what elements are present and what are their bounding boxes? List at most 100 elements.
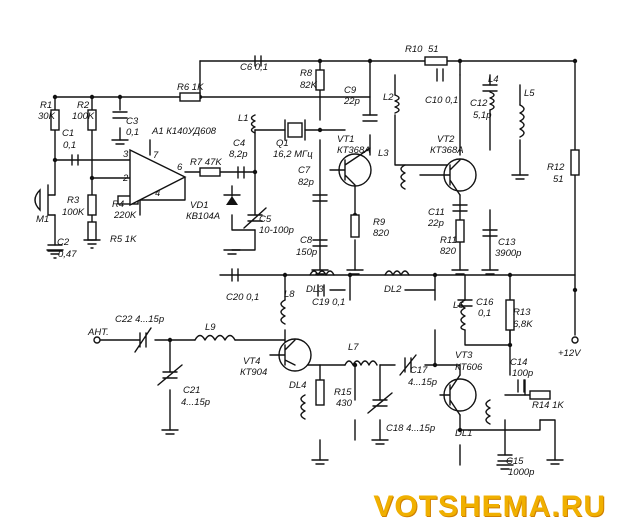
capacitor-c13	[482, 229, 498, 237]
varicap-vd1	[223, 185, 241, 205]
op-amp-a1	[129, 148, 187, 207]
label-q1-value: 16,2 МГц	[273, 149, 313, 160]
capacitor-c5	[243, 207, 267, 229]
inductor-l4	[489, 91, 495, 111]
label-r11: R11	[440, 235, 457, 246]
transistor-vt2	[419, 158, 477, 196]
capacitor-c19	[317, 284, 325, 297]
label-vd1-type: КВ104А	[186, 211, 220, 222]
label-r2-value: 100K	[72, 111, 95, 122]
transistor-vt3	[439, 374, 477, 416]
label-c22: C22 4...15p	[115, 314, 164, 325]
capacitor-c15	[497, 454, 513, 462]
label-c16-value: 0,1	[478, 308, 491, 319]
resistor-r14	[529, 390, 551, 400]
label-l3: L3	[378, 148, 389, 159]
label-vt3: VT3	[455, 350, 473, 361]
inductor-l5	[519, 104, 525, 138]
label-c10: C10 0,1	[425, 95, 458, 106]
label-vd1: VD1	[190, 200, 208, 211]
label-c15-value: 1000p	[508, 467, 534, 478]
label-c8-value: 150p	[296, 247, 317, 258]
label-l7: L7	[348, 342, 359, 353]
capacitor-c10	[436, 68, 444, 82]
label-pin6: 6	[177, 162, 183, 173]
label-c1-value: 0,1	[63, 140, 76, 151]
inductor-dl1	[485, 399, 491, 425]
label-c17: C17	[410, 365, 428, 376]
label-vt2-type: КТ368А	[430, 145, 464, 156]
microphone-m1	[34, 184, 56, 216]
label-r8: R8	[300, 68, 313, 79]
label-c12: C12	[470, 98, 488, 109]
inductor-l6	[460, 299, 466, 331]
label-c4-value: 8,2p	[229, 149, 248, 160]
label-12v: +12V	[558, 348, 582, 359]
label-c8: C8	[300, 235, 313, 246]
power-terminal	[571, 336, 579, 344]
label-r9: R9	[373, 217, 386, 228]
transistor-vt1	[329, 147, 372, 187]
capacitor-c1	[71, 154, 79, 166]
crystal-q1	[284, 119, 306, 141]
label-r11-value: 820	[440, 246, 457, 257]
capacitor-c4	[237, 166, 245, 179]
label-c21: C21	[183, 385, 200, 396]
capacitor-c7	[312, 194, 328, 202]
label-c11-value: 22p	[427, 218, 444, 229]
label-pin4: 4	[155, 188, 160, 199]
label-l8: L8	[284, 289, 295, 300]
resistor-r13	[505, 299, 515, 331]
label-r14: R14 1K	[532, 400, 564, 411]
label-r13-value: 6,8K	[513, 319, 533, 330]
label-c18: C18 4...15p	[386, 423, 435, 434]
inductor-dl3	[309, 270, 335, 276]
label-r9-value: 820	[373, 228, 390, 239]
label-a1: A1 К140УД608	[151, 126, 217, 137]
label-c3-value: 0,1	[126, 127, 139, 138]
label-c3: C3	[126, 116, 139, 127]
inductors	[194, 91, 525, 425]
resistors	[50, 56, 580, 406]
label-r8-value: 82K	[300, 80, 318, 91]
watermark-logo: VOTSHEMA.RU	[373, 490, 606, 523]
label-r7: R7 47K	[190, 157, 222, 168]
capacitor-c12	[482, 84, 498, 92]
label-c16: C16	[476, 297, 494, 308]
label-l4: L4	[488, 74, 499, 85]
label-vt2: VT2	[437, 134, 455, 145]
capacitor-c18	[367, 392, 393, 414]
label-r3-value: 100K	[62, 207, 85, 218]
label-r1-value: 30K	[38, 111, 56, 122]
capacitor-c6	[254, 55, 262, 67]
resistor-r12	[570, 149, 580, 176]
label-c5-value: 10-100p	[259, 225, 294, 236]
capacitor-c8	[312, 239, 328, 247]
resistor-r1	[50, 109, 60, 131]
label-vt1: VT1	[337, 134, 354, 145]
label-c2: C2	[57, 237, 70, 248]
inductor-l3	[400, 164, 406, 190]
resistor-r5	[87, 221, 97, 241]
label-vt4: VT4	[243, 356, 260, 367]
label-c15: C15	[506, 456, 524, 467]
resistor-r15	[315, 379, 325, 406]
label-c20: C20 0,1	[226, 292, 259, 303]
ground-marks	[46, 139, 564, 470]
label-l9: L9	[205, 322, 216, 333]
label-vt4-type: КТ904	[240, 367, 267, 378]
capacitor-c9	[362, 114, 378, 122]
label-vt3-type: КТ606	[455, 362, 483, 373]
label-dl3: DL3	[306, 284, 324, 295]
label-c7-value: 82p	[298, 177, 314, 188]
label-r3: R3	[67, 195, 80, 206]
resistor-r3	[87, 194, 97, 216]
inductor-l2	[394, 94, 400, 114]
component-labels: R1 30K R2 100K C1 0,1 C3 0,1 R6 1K A1 К1…	[36, 44, 582, 478]
label-r6: R6 1K	[177, 82, 204, 93]
wires	[54, 60, 576, 466]
label-c14: C14	[510, 357, 527, 368]
label-c21-value: 4...15p	[181, 397, 210, 408]
capacitors	[47, 55, 525, 462]
